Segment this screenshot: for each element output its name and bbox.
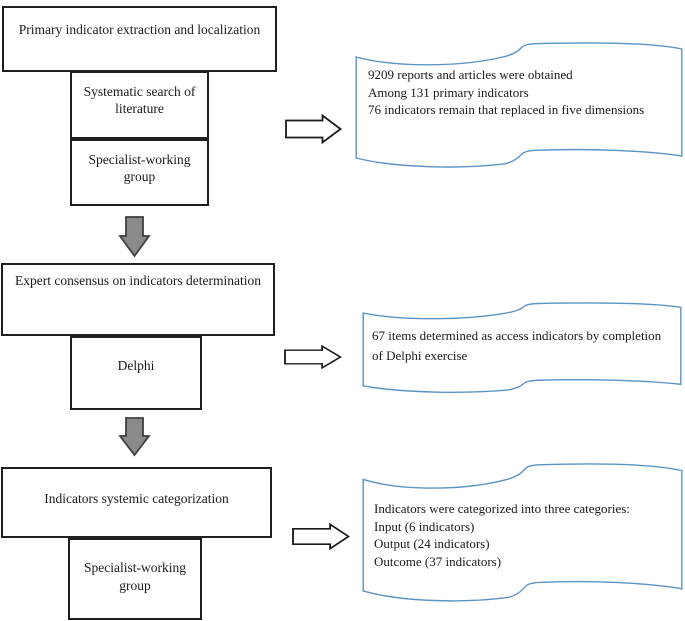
stage-1-title: Primary indicator extraction and localiz… bbox=[18, 22, 261, 37]
stage-1-box: Primary indicator extraction and localiz… bbox=[2, 6, 277, 72]
note-line: Input (6 indicators) bbox=[374, 518, 475, 534]
note-scroll-2 bbox=[362, 303, 682, 393]
note-line: Output (24 indicators) bbox=[374, 536, 490, 551]
right-arrow-icon bbox=[292, 522, 350, 551]
method-label: literature bbox=[115, 101, 164, 116]
note-line: Outcome (37 indicators) bbox=[374, 553, 502, 569]
note-scroll-1 bbox=[355, 43, 683, 168]
stage-1-method-box-1: Systematic search of literature bbox=[70, 71, 209, 139]
method-label: group bbox=[123, 169, 156, 184]
stage-2-method-box-1: Delphi bbox=[70, 336, 202, 410]
note-3-text: Indicators were categorized into three c… bbox=[374, 500, 674, 570]
note-1-text: 9209 reports and articles were obtained … bbox=[368, 66, 673, 119]
stage-3-box: Indicators systemic categorization bbox=[1, 467, 272, 538]
down-arrow-icon bbox=[118, 216, 151, 258]
down-arrow-icon bbox=[118, 417, 151, 457]
note-line: Indicators were categorized into three c… bbox=[374, 501, 630, 516]
right-arrow-icon bbox=[284, 344, 342, 370]
stage-2-title: Expert consensus on indicators determina… bbox=[15, 273, 261, 288]
note-scroll-3 bbox=[362, 464, 683, 602]
method-label: Specialist-working bbox=[84, 560, 186, 575]
note-line: 9209 reports and articles were obtained bbox=[368, 67, 573, 82]
stage-3-method-box-1: Specialist-working group bbox=[68, 538, 202, 620]
method-label: group bbox=[119, 578, 151, 593]
stage-3-title: Indicators systemic categorization bbox=[44, 491, 229, 506]
note-line: 67 items determined as access indicators… bbox=[372, 328, 662, 343]
note-2-text: 67 items determined as access indicators… bbox=[372, 326, 672, 366]
note-line: of Delphi exercise bbox=[372, 348, 468, 363]
stage-2-box: Expert consensus on indicators determina… bbox=[1, 263, 275, 336]
right-arrow-icon bbox=[285, 113, 342, 145]
note-line: Among 131 primary indicators bbox=[368, 84, 529, 100]
stage-1-method-box-2: Specialist-working group bbox=[70, 139, 209, 206]
note-line: 76 indicators remain that replaced in fi… bbox=[368, 102, 645, 117]
method-label: Delphi bbox=[117, 358, 155, 373]
method-label: Systematic search of bbox=[83, 84, 196, 99]
method-label: Specialist-working bbox=[88, 152, 191, 167]
